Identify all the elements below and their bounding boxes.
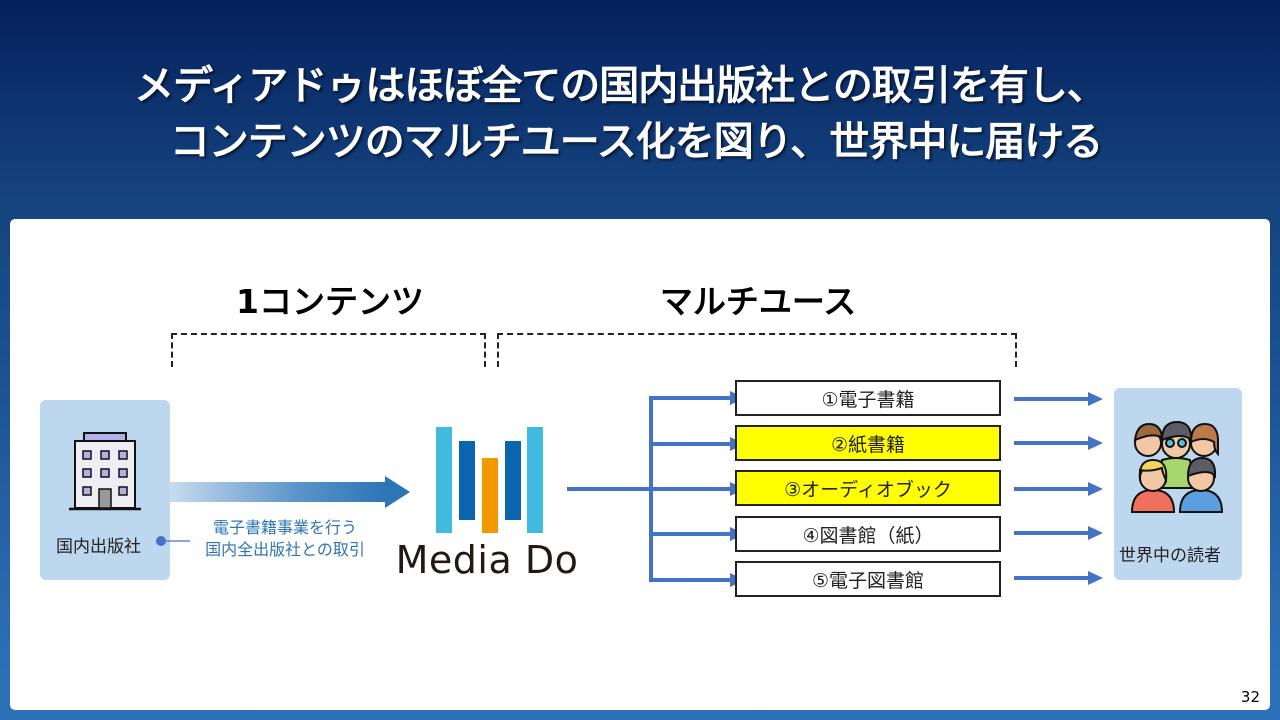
relation-text: 電子書籍事業を行う 国内全出版社との取引 <box>190 517 380 561</box>
title-line-1: メディアドゥはほぼ全ての国内出版社との取引を有し、 <box>134 63 1107 109</box>
bracket-one-content <box>171 333 486 367</box>
media-do-logo-text: Media Do <box>395 538 579 582</box>
use-box-e-library: ⑤電子図書館 <box>735 561 1001 597</box>
use-box-paper-book: ②紙書籍 <box>735 425 1001 461</box>
section-label-one-content: 1コンテンツ <box>236 282 424 321</box>
publisher-label: 国内出版社 <box>56 537 141 557</box>
bracket-multi-use <box>497 333 1017 367</box>
readers-label: 世界中の読者 <box>1119 546 1221 566</box>
use-box-library-paper: ④図書館（紙） <box>735 516 1001 552</box>
page-number: 32 <box>1240 688 1260 706</box>
relation-line-2: 国内全出版社との取引 <box>205 540 365 559</box>
use-box-ebook: ①電子書籍 <box>735 380 1001 416</box>
relation-line-1: 電子書籍事業を行う <box>212 518 357 537</box>
content-panel <box>10 219 1270 710</box>
use-box-audiobook: ③オーディオブック <box>735 470 1001 506</box>
title-line-2: コンテンツのマルチユース化を図り、世界中に届ける <box>169 119 1103 165</box>
section-label-multi-use: マルチユース <box>659 282 857 321</box>
slide-title: メディアドゥはほぼ全ての国内出版社との取引を有し、 コンテンツのマルチユース化を… <box>0 58 1280 170</box>
